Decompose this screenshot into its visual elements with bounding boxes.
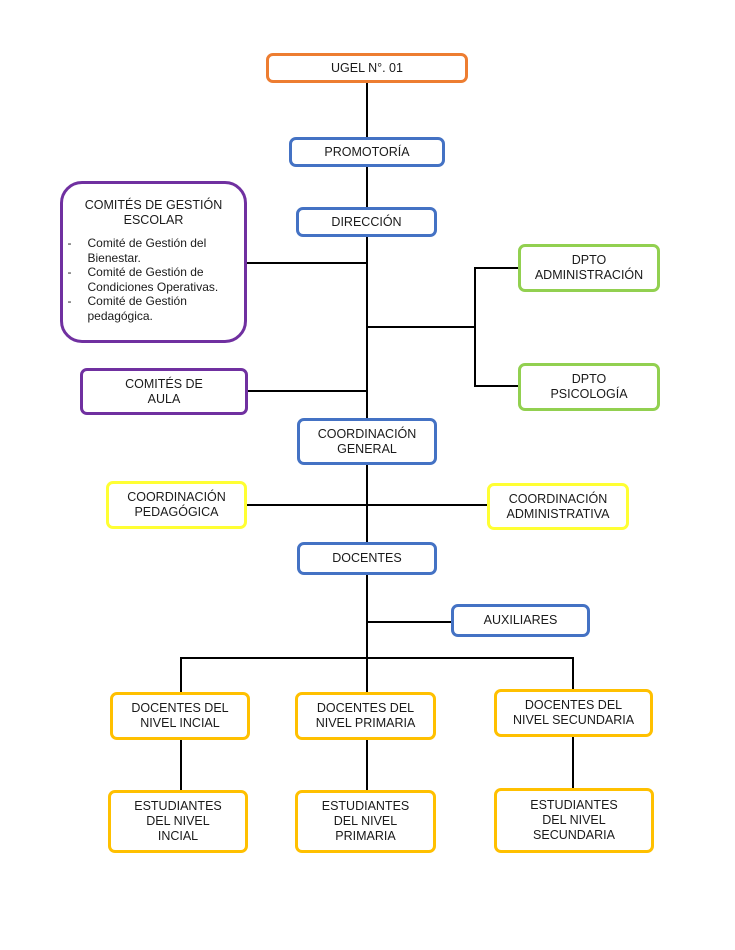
- comites-gestion-title-1: COMITÉS DE GESTIÓN: [84, 198, 223, 212]
- node-coordinacion-general: COORDINACIÓN GENERAL: [297, 418, 437, 465]
- connector-niveles: [180, 657, 574, 659]
- comites-gestion-title-2: ESCOLAR: [123, 213, 184, 227]
- node-comites-gestion-escolar: COMITÉS DE GESTIÓN ESCOLAR -Comité de Ge…: [60, 181, 247, 343]
- connector-coordinaciones: [245, 504, 490, 506]
- node-dpto-psicologia: DPTO PSICOLOGÍA: [518, 363, 660, 411]
- connector-est-secundaria: [572, 736, 574, 790]
- node-docentes-primaria: DOCENTES DEL NIVEL PRIMARIA: [295, 692, 436, 740]
- connector-auxiliares: [366, 621, 453, 623]
- connector-nivel-inicial: [180, 657, 182, 693]
- node-dpto-administracion: DPTO ADMINISTRACIÓN: [518, 244, 660, 292]
- node-estudiantes-secundaria: ESTUDIANTES DEL NIVEL SECUNDARIA: [494, 788, 654, 853]
- node-estudiantes-primaria: ESTUDIANTES DEL NIVEL PRIMARIA: [295, 790, 436, 853]
- connector-dpto-psico: [474, 385, 520, 387]
- node-coordinacion-pedagogica: COORDINACIÓN PEDAGÓGICA: [106, 481, 247, 529]
- node-ugel-label: UGEL N°. 01: [331, 60, 403, 75]
- connector-nivel-secundaria: [572, 657, 574, 691]
- connector-comites-gestion: [245, 262, 367, 264]
- connector-comites-aula: [246, 390, 367, 392]
- node-direccion: DIRECCIÓN: [296, 207, 437, 237]
- node-comites-aula: COMITÉS DE AULA: [80, 368, 248, 415]
- node-docentes-secundaria: DOCENTES DEL NIVEL SECUNDARIA: [494, 689, 653, 737]
- node-docentes: DOCENTES: [297, 542, 437, 575]
- node-ugel: UGEL N°. 01: [266, 53, 468, 83]
- connector-main-trunk: [366, 80, 368, 587]
- node-promotoria: PROMOTORÍA: [289, 137, 445, 167]
- node-direccion-label: DIRECCIÓN: [331, 214, 402, 229]
- connector-dpto-junction: [366, 326, 475, 328]
- connector-est-primaria: [366, 738, 368, 792]
- node-coordinacion-administrativa: COORDINACIÓN ADMINISTRATIVA: [487, 483, 629, 530]
- node-docentes-inicial: DOCENTES DEL NIVEL INCIAL: [110, 692, 250, 740]
- connector-est-inicial: [180, 738, 182, 792]
- node-auxiliares: AUXILIARES: [451, 604, 590, 637]
- connector-docentes-down: [366, 574, 368, 694]
- node-promotoria-label: PROMOTORÍA: [324, 144, 410, 159]
- connector-dpto-bracket: [474, 267, 476, 387]
- node-estudiantes-inicial: ESTUDIANTES DEL NIVEL INCIAL: [108, 790, 248, 853]
- connector-dpto-admin: [474, 267, 520, 269]
